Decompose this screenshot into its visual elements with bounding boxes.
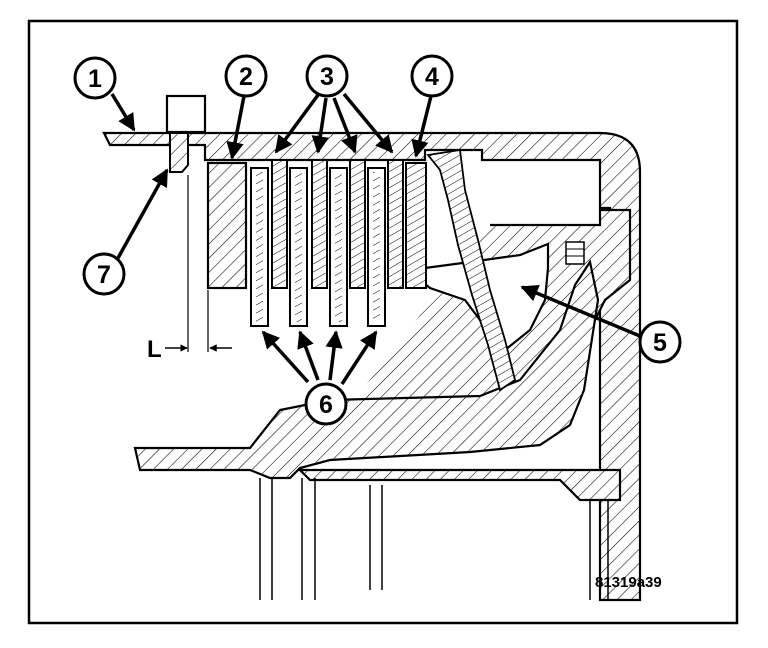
check-ball-block	[565, 241, 585, 265]
callout-5-label: 5	[653, 329, 667, 357]
figure-id: 81319a39	[595, 574, 662, 591]
figure-border	[27, 19, 739, 625]
return-spring	[426, 148, 517, 392]
callout-3-label: 3	[320, 63, 334, 91]
reaction-plate	[206, 161, 248, 290]
leader-lines	[110, 92, 641, 385]
callout-7-label: 7	[97, 261, 111, 289]
callout-1-label: 1	[88, 65, 102, 93]
callout-6: 6	[304, 382, 348, 426]
snap-ring	[165, 94, 207, 134]
callout-3: 3	[305, 54, 349, 98]
callout-7: 7	[82, 252, 126, 296]
callout-2: 2	[224, 54, 268, 98]
callout-2-label: 2	[239, 63, 253, 91]
steel-plate	[271, 159, 288, 289]
callout-4-label: 4	[425, 63, 439, 91]
steel-plate	[387, 159, 404, 289]
clutch-hub	[133, 259, 600, 480]
friction-disc-lining	[373, 172, 380, 322]
callout-5: 5	[638, 320, 682, 364]
friction-disc-lining	[256, 172, 263, 322]
dimension-label: L	[147, 336, 162, 363]
callout-6-label: 6	[319, 391, 333, 419]
steel-plate	[311, 159, 328, 289]
friction-disc-lining	[295, 172, 302, 322]
pressure-plate	[405, 162, 427, 289]
snap-ring-lower	[169, 132, 189, 173]
friction-disc-lining	[335, 172, 342, 322]
callout-4: 4	[410, 54, 454, 98]
clutch-housing	[102, 131, 642, 602]
callout-1: 1	[73, 56, 117, 100]
steel-plate	[349, 159, 366, 289]
